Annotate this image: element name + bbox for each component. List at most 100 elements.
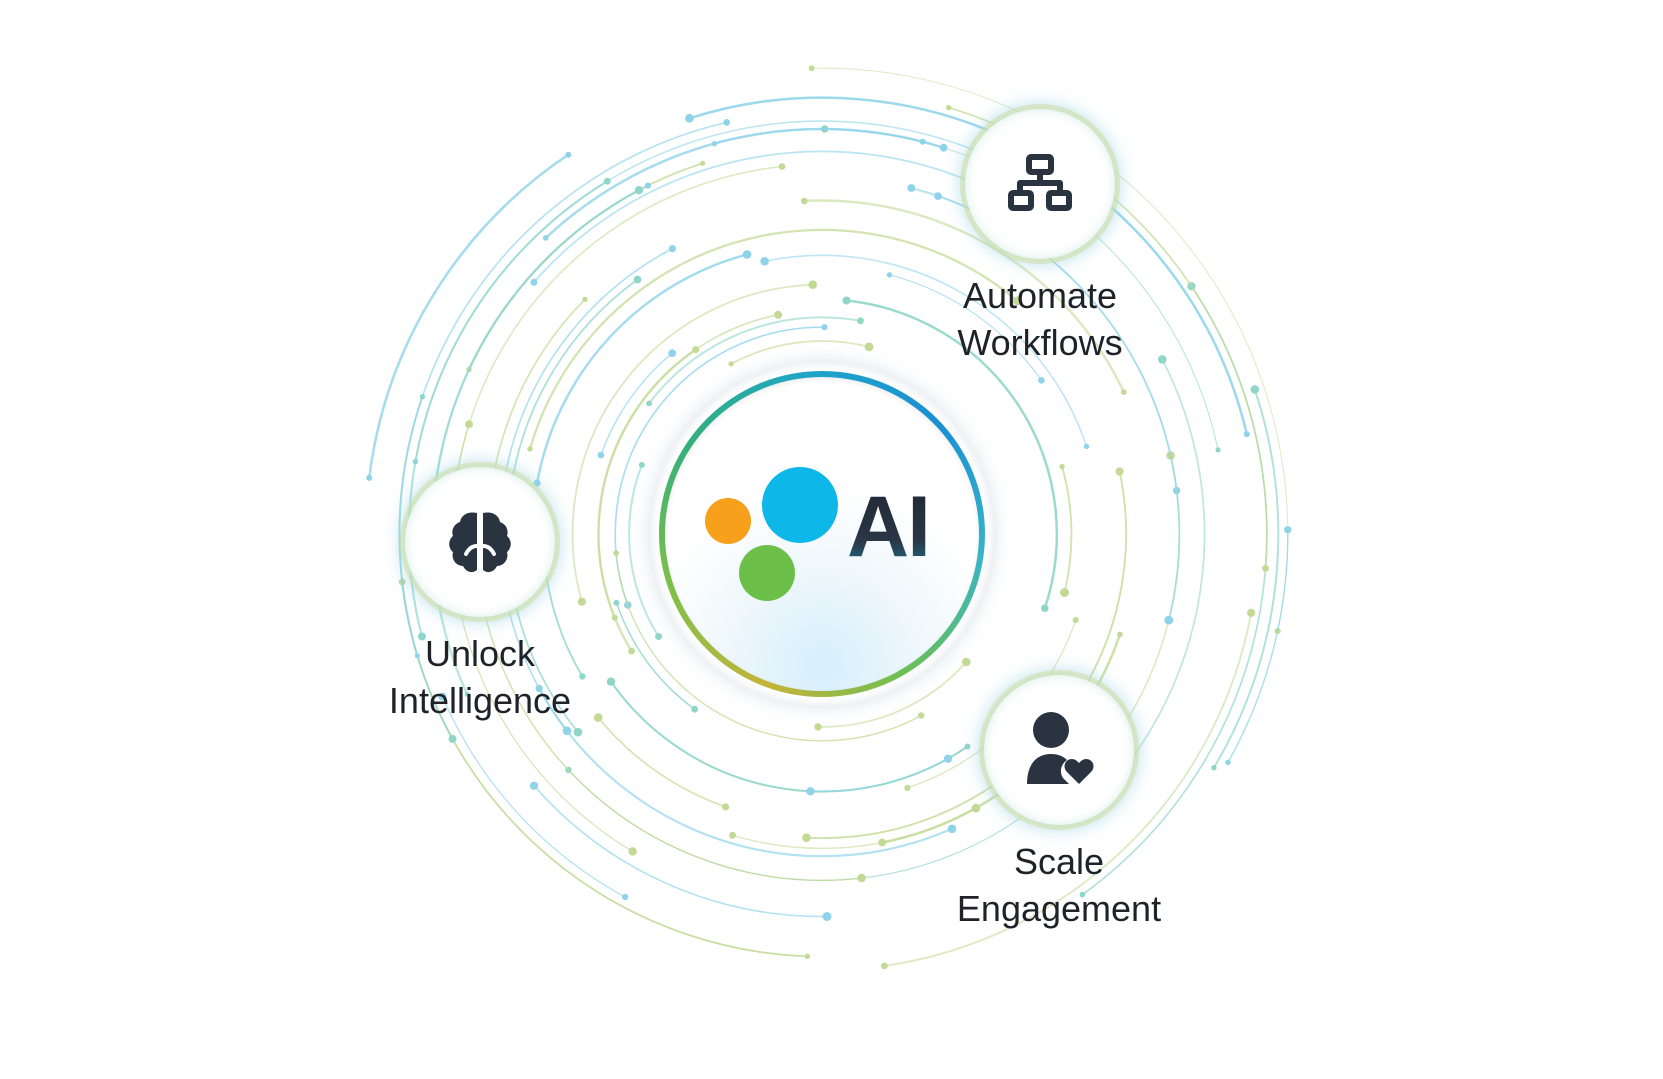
orbit-arc (538, 687, 954, 858)
orbit-arc-dot (633, 275, 642, 284)
orbit-arc-dot (655, 633, 663, 640)
orbit-arc (1061, 465, 1073, 594)
orbit-arc (648, 316, 862, 405)
node-label-line2: Workflows (957, 322, 1123, 363)
orbit-arc-dot (417, 632, 426, 641)
orbit-arc-dot (964, 743, 971, 750)
orbit-arc (883, 611, 1253, 967)
orbit-arc (615, 602, 696, 710)
orbit-arc-dot (529, 781, 539, 790)
orbit-arc-dot (801, 197, 808, 205)
node-circle (984, 675, 1134, 825)
node-label: Scale Engagement (909, 838, 1209, 932)
orbit-arc-dot (533, 479, 541, 487)
orbit-arc-dot (613, 550, 619, 556)
orbit-arc-dot (774, 310, 783, 319)
orbit-arc (456, 165, 783, 472)
orbit-arc (441, 696, 626, 898)
node-label-line2: Intelligence (388, 680, 572, 721)
orbit-arc (600, 352, 673, 456)
orbit-arc-dot (1247, 608, 1256, 618)
orbit-arc-dot (947, 824, 957, 834)
orbit-arc-dot (742, 250, 752, 259)
orbit-arc (535, 253, 749, 485)
orbit-arc-dot (565, 151, 572, 158)
orbit-arc (845, 299, 1059, 610)
orbit-arc (889, 274, 1042, 381)
orbit-arc-dot (918, 712, 925, 719)
orbit-arc-dot (919, 138, 926, 145)
logo-orange-dot (705, 498, 751, 544)
orbit-arc-dot (802, 833, 811, 842)
orbit-arc-dot (729, 831, 736, 839)
orbit-arc-dot (1120, 389, 1127, 395)
orbit-arc-dot (611, 614, 618, 621)
orbit-arc-dot (857, 873, 866, 883)
orbit-arc-dot (562, 726, 572, 736)
orbit-arc-dot (1038, 377, 1045, 384)
orbit-arc-dot (668, 349, 677, 358)
orbit-arc-dot (606, 677, 616, 686)
orbit-arc-dot (814, 723, 822, 731)
orbit-arc-dot (760, 257, 769, 266)
orbit-arc-dot (622, 893, 629, 901)
orbit-arc-dot (943, 754, 953, 763)
orbit-arc-dot (821, 324, 828, 331)
orbit-arc-dot (939, 143, 948, 152)
orbit-arc-dot (1060, 588, 1069, 597)
orbit-arc-dot (530, 278, 538, 286)
orbit-arc-dot (579, 673, 586, 680)
orbit-arc-dot (1072, 617, 1079, 623)
orbit-arc-dot (464, 691, 470, 697)
orbit-arc-dot (1158, 355, 1167, 364)
orbit-arc-dot (646, 400, 652, 407)
orbit-arc-dot (946, 104, 952, 111)
orbit-arc-dot (1164, 615, 1174, 625)
orbit-arc (731, 807, 977, 850)
orbit-arc-dot (1284, 526, 1292, 534)
orbit-arc-dot (728, 361, 734, 367)
orbit-arc (597, 716, 727, 808)
orbit-arc (614, 326, 826, 606)
orbit-arc (571, 283, 814, 603)
orbit-arc-dot (1250, 385, 1260, 394)
orbit-arc (713, 128, 924, 145)
orbit-arc-dot (573, 727, 583, 737)
orbit-arc-dot (628, 647, 635, 655)
orbit-arc (1113, 358, 1206, 782)
orbit-arc (499, 247, 674, 732)
orbit-arc-dot (842, 296, 851, 305)
orbit-arc-dot (864, 342, 874, 352)
sitemap-icon (1008, 154, 1072, 211)
orbit-arc-dot (577, 597, 587, 606)
orbit-arc (817, 661, 968, 728)
orbit-arc-dot (1225, 759, 1231, 765)
orbit-arc-dot (582, 296, 588, 302)
orbit-arc-dot (685, 113, 694, 123)
orbit-arc-dot (806, 787, 815, 796)
orbit-arc-dot (691, 705, 698, 713)
orbit-arc-dot (1079, 891, 1086, 898)
orbit-arc-dot (628, 847, 637, 856)
node-label-line1: Automate (962, 275, 1118, 316)
orbit-arc-dot (904, 784, 911, 792)
orbit-arc-dot (542, 235, 549, 241)
orbit-arc (398, 121, 728, 657)
node-label: Unlock Intelligence (330, 630, 630, 724)
orbit-arc-dot (962, 657, 971, 667)
orbit-arc-dot (886, 272, 893, 278)
orbit-arc-dot (603, 177, 611, 185)
orbit-arc-dot (1211, 765, 1217, 771)
orbit-arc (431, 189, 641, 696)
orbit-arc-dot (808, 280, 817, 290)
orbit-arc (597, 313, 779, 619)
orbit-arc-dot (1262, 565, 1269, 572)
orbit-arc-dot (1012, 296, 1022, 306)
orbit-arc-dot (1115, 467, 1124, 476)
logo-green-dot (739, 545, 795, 601)
orbit-arc-dot (723, 119, 731, 126)
orbit-arc-dot (448, 734, 457, 743)
orbit-arc-dot (778, 163, 786, 170)
brain-icon (449, 512, 511, 573)
